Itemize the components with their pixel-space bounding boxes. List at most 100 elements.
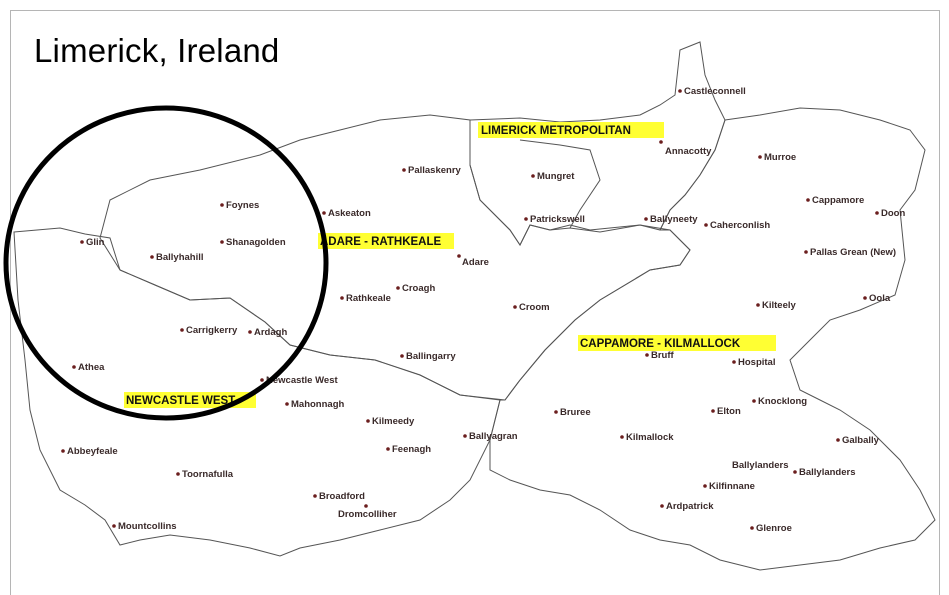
svg-text:Glin: Glin (86, 237, 105, 248)
town-elton: Elton (711, 406, 741, 417)
svg-text:CAPPAMORE - KILMALLOCK: CAPPAMORE - KILMALLOCK (580, 338, 741, 350)
town-ballyhahill: Ballyhahill (150, 252, 204, 263)
town-patrickswell: Patrickswell (524, 214, 585, 225)
town-ardagh: Ardagh (248, 327, 287, 338)
svg-text:Ballingarry: Ballingarry (406, 351, 456, 362)
town-kilmallock: Kilmallock (620, 432, 674, 443)
region-label-newcastle-west: NEWCASTLE WEST (124, 392, 256, 408)
map-title: Limerick, Ireland (34, 32, 280, 69)
town-kilteely: Kilteely (756, 300, 797, 311)
svg-text:Doon: Doon (881, 208, 905, 219)
town-toornafulla: Toornafulla (176, 469, 234, 480)
town-kilfinnane: Kilfinnane (703, 481, 755, 492)
svg-text:LIMERICK METROPOLITAN: LIMERICK METROPOLITAN (481, 125, 631, 137)
svg-text:Abbeyfeale: Abbeyfeale (67, 446, 118, 457)
svg-text:Dromcolliher: Dromcolliher (338, 509, 397, 520)
svg-text:Caherconlish: Caherconlish (710, 220, 770, 231)
town-ballyneety: Ballyneety (644, 214, 698, 225)
svg-text:Toornafulla: Toornafulla (182, 469, 234, 480)
town-mountcollins: Mountcollins (112, 521, 177, 532)
town-ballylanders-1: Ballylanders (732, 460, 789, 471)
svg-text:Murroe: Murroe (764, 152, 796, 163)
svg-text:Shanagolden: Shanagolden (226, 237, 286, 248)
town-doon: Doon (875, 208, 905, 219)
svg-text:Galbally: Galbally (842, 435, 880, 446)
town-oola: Oola (863, 293, 891, 304)
region-label-cappamore-kilmallock: CAPPAMORE - KILMALLOCK (578, 335, 776, 351)
town-foynes: Foynes (220, 200, 259, 211)
svg-text:Adare: Adare (462, 257, 489, 268)
town-glenroe: Glenroe (750, 523, 792, 534)
town-mungret: Mungret (531, 171, 575, 182)
town-croagh: Croagh (396, 283, 435, 294)
svg-text:Hospital: Hospital (738, 357, 775, 368)
town-caherconlish: Caherconlish (704, 220, 770, 231)
svg-text:Patrickswell: Patrickswell (530, 214, 585, 225)
town-shanagolden: Shanagolden (220, 237, 286, 248)
svg-text:Annacotty: Annacotty (665, 146, 712, 157)
svg-text:Kilmallock: Kilmallock (626, 432, 674, 443)
town-bruree: Bruree (554, 407, 591, 418)
town-galbally: Galbally (836, 435, 880, 446)
region-label-limerick-metropolitan: LIMERICK METROPOLITAN (478, 122, 664, 138)
svg-text:Bruree: Bruree (560, 407, 591, 418)
svg-text:Pallas Grean (New): Pallas Grean (New) (810, 247, 896, 258)
svg-text:Bruff: Bruff (651, 350, 675, 361)
town-cappamore: Cappamore (806, 195, 864, 206)
town-newcastle-west: Newcastle West (260, 375, 338, 386)
svg-text:Ardagh: Ardagh (254, 327, 287, 338)
metro-inner-boundary (519, 139, 601, 229)
svg-text:Kilmeedy: Kilmeedy (372, 416, 415, 427)
svg-text:Mountcollins: Mountcollins (118, 521, 177, 532)
svg-text:Athea: Athea (78, 362, 105, 373)
town-dromcolliher: Dromcolliher (338, 504, 397, 520)
svg-text:Ardpatrick: Ardpatrick (666, 501, 714, 512)
svg-text:Askeaton: Askeaton (328, 208, 371, 219)
town-abbeyfeale: Abbeyfeale (61, 446, 118, 457)
svg-text:Croagh: Croagh (402, 283, 435, 294)
town-kilmeedy: Kilmeedy (366, 416, 415, 427)
svg-text:Ballyhahill: Ballyhahill (156, 252, 204, 263)
svg-text:ADARE - RATHKEALE: ADARE - RATHKEALE (320, 236, 442, 248)
svg-text:Broadford: Broadford (319, 491, 365, 502)
town-ballyagran: Ballyagran (463, 431, 518, 442)
town-bruff: Bruff (645, 350, 675, 361)
svg-text:Mahonnagh: Mahonnagh (291, 399, 344, 410)
svg-text:Castleconnell: Castleconnell (684, 86, 746, 97)
town-mahonnagh: Mahonnagh (285, 399, 344, 410)
town-athea: Athea (72, 362, 105, 373)
svg-text:Elton: Elton (717, 406, 741, 417)
town-annacotty: Annacotty (659, 140, 712, 157)
town-feenagh: Feenagh (386, 444, 431, 455)
svg-text:Newcastle West: Newcastle West (266, 375, 338, 386)
svg-text:Carrigkerry: Carrigkerry (186, 325, 238, 336)
region-area-cappamore-kilmallock (489, 107, 936, 571)
town-adare: Adare (457, 254, 489, 268)
town-ballingarry: Ballingarry (400, 351, 456, 362)
town-croom: Croom (513, 302, 550, 313)
svg-text:Kilteely: Kilteely (762, 300, 797, 311)
svg-text:Kilfinnane: Kilfinnane (709, 481, 755, 492)
town-murroe: Murroe (758, 152, 796, 163)
town-knocklong: Knocklong (752, 396, 807, 407)
svg-text:Glenroe: Glenroe (756, 523, 792, 534)
svg-text:Ballylanders: Ballylanders (732, 460, 789, 471)
town-markers: Glin Ballyhahill Shanagolden Foynes Aske… (61, 86, 905, 534)
town-broadford: Broadford (313, 491, 365, 502)
svg-text:NEWCASTLE WEST: NEWCASTLE WEST (126, 395, 235, 407)
svg-text:Croom: Croom (519, 302, 550, 313)
town-rathkeale: Rathkeale (340, 293, 391, 304)
circle-outline-icon (3, 105, 329, 421)
town-hospital: Hospital (732, 357, 775, 368)
svg-text:Cappamore: Cappamore (812, 195, 864, 206)
svg-text:Ballylanders: Ballylanders (799, 467, 856, 478)
svg-text:Feenagh: Feenagh (392, 444, 431, 455)
town-pallaskenry: Pallaskenry (402, 165, 462, 176)
town-ballylanders-2: Ballylanders (793, 467, 856, 478)
svg-text:Rathkeale: Rathkeale (346, 293, 391, 304)
svg-text:Pallaskenry: Pallaskenry (408, 165, 462, 176)
svg-text:Knocklong: Knocklong (758, 396, 807, 407)
region-label-adare-rathkeale: ADARE - RATHKEALE (318, 233, 454, 249)
town-askeaton: Askeaton (322, 208, 371, 219)
